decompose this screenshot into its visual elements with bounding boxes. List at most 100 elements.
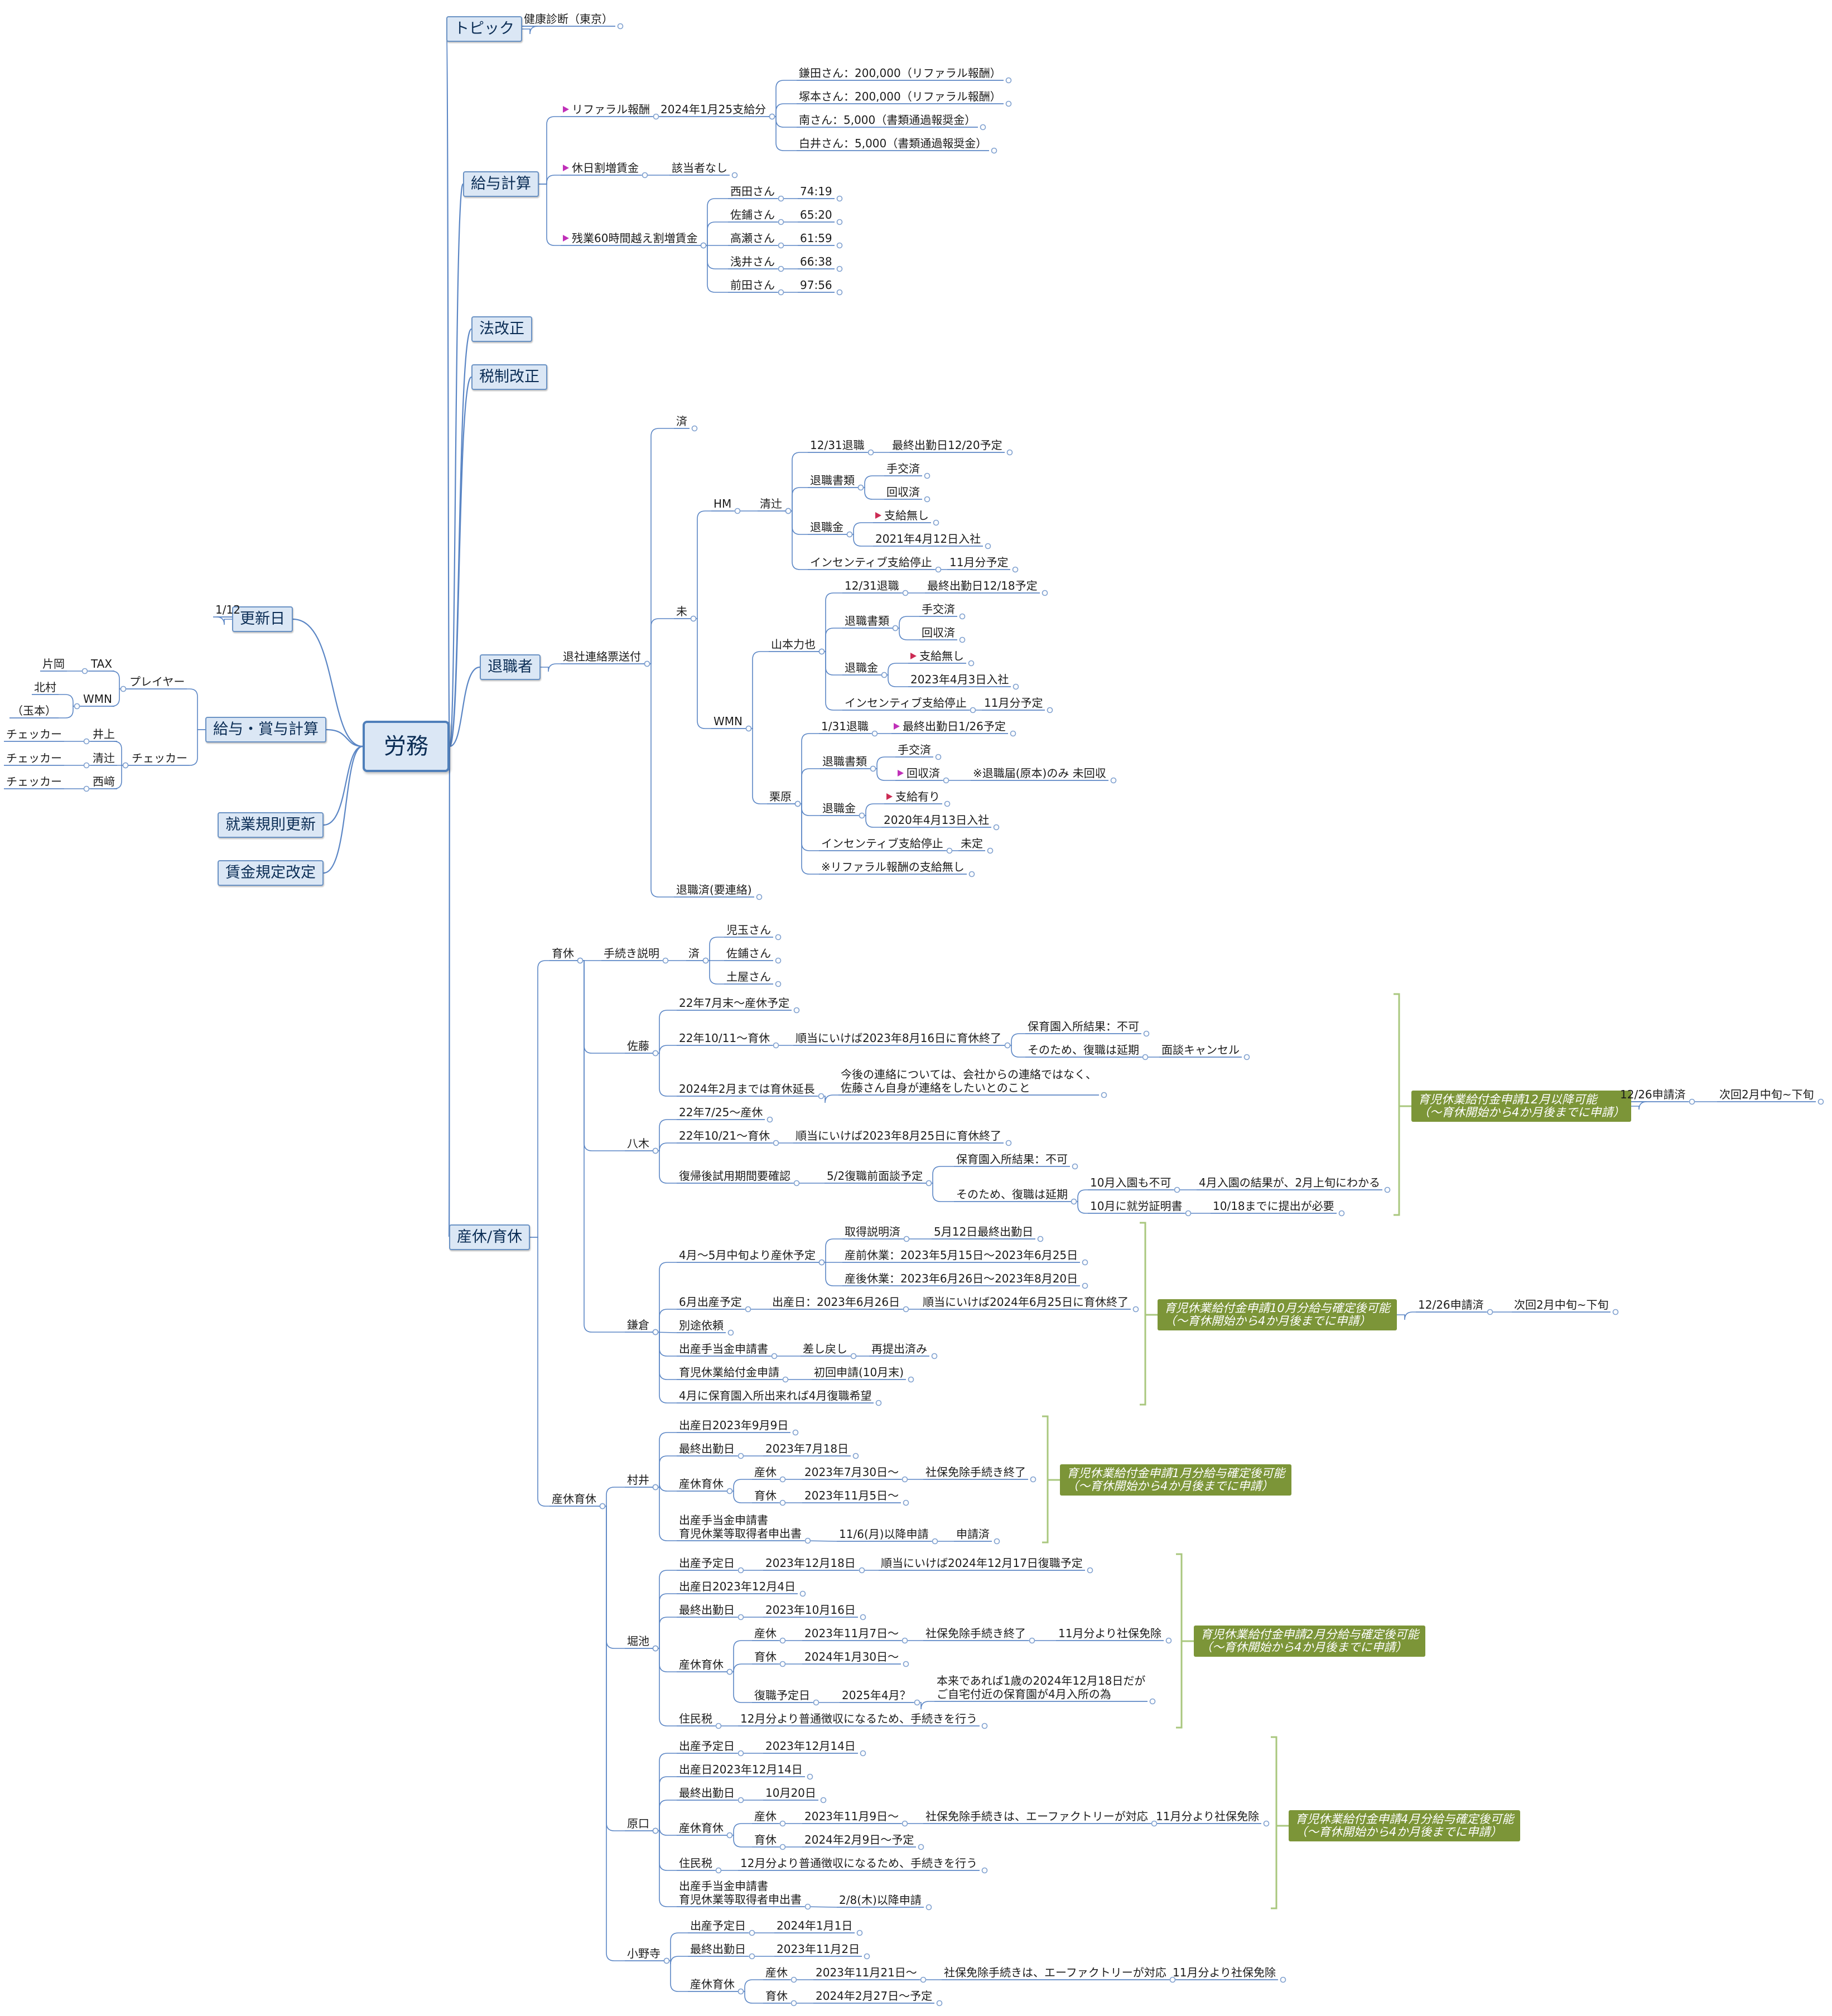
node-r2b[interactable]: 回収済 bbox=[895, 766, 942, 780]
node-g4a[interactable]: 産休 bbox=[754, 1810, 777, 1823]
node-r3a[interactable]: 支給有り bbox=[884, 790, 942, 803]
node-yg2a[interactable]: 順当にいけば2023年8月25日に育休終了 bbox=[796, 1129, 1002, 1142]
expander-dot[interactable] bbox=[778, 242, 784, 249]
node-ot2[interactable]: 佐鋪さん bbox=[730, 208, 775, 221]
node-kiyo[interactable]: 清辻 bbox=[760, 497, 782, 510]
node-ot[interactable]: 残業60時間越え割増賃金 bbox=[561, 231, 700, 245]
expander-dot[interactable] bbox=[804, 1903, 811, 1910]
expander-dot[interactable] bbox=[702, 957, 709, 964]
node-g4d[interactable]: 11月分より社保免除 bbox=[1156, 1810, 1260, 1823]
node-o3f[interactable]: 2024年2月27日～予定 bbox=[816, 1989, 933, 2003]
expander-dot[interactable] bbox=[981, 1867, 988, 1874]
expander-dot[interactable] bbox=[691, 425, 698, 432]
expander-dot[interactable] bbox=[81, 668, 88, 674]
node-root[interactable]: 労務 bbox=[363, 721, 450, 772]
node-ch3a[interactable]: チェッカー bbox=[6, 775, 62, 788]
expander-dot[interactable] bbox=[779, 1820, 786, 1827]
expander-dot[interactable] bbox=[779, 1637, 786, 1644]
expander-dot[interactable] bbox=[700, 242, 707, 249]
expander-dot[interactable] bbox=[653, 113, 659, 120]
node-o2[interactable]: 最終出勤日 bbox=[690, 1942, 746, 1956]
expander-dot[interactable] bbox=[1243, 1054, 1250, 1060]
expander-dot[interactable] bbox=[799, 1590, 806, 1597]
expander-dot[interactable] bbox=[1174, 1187, 1180, 1193]
node-g4[interactable]: 産休育休 bbox=[679, 1821, 724, 1835]
node-ref-d[interactable]: 2024年1月25支給分 bbox=[661, 103, 766, 116]
node-ret-not[interactable]: 未 bbox=[676, 605, 687, 618]
node-ret-done[interactable]: 済 bbox=[676, 414, 687, 428]
node-yama[interactable]: 山本力也 bbox=[771, 638, 816, 651]
expander-dot[interactable] bbox=[943, 777, 949, 784]
node-td3[interactable]: 土屋さん bbox=[726, 970, 771, 983]
node-ch[interactable]: チェッカー bbox=[132, 751, 187, 765]
node-wage[interactable]: 賃金規定改定 bbox=[218, 860, 324, 886]
expander-dot[interactable] bbox=[1185, 1210, 1192, 1217]
expander-dot[interactable] bbox=[1030, 1476, 1036, 1483]
expander-dot[interactable] bbox=[981, 1723, 988, 1729]
expander-dot[interactable] bbox=[932, 1538, 938, 1545]
node-s2b[interactable]: 保育園入所結果：不可 bbox=[1028, 1020, 1139, 1033]
node-mura[interactable]: 村井 bbox=[627, 1473, 649, 1487]
expander-dot[interactable] bbox=[737, 1988, 744, 1995]
expander-dot[interactable] bbox=[120, 686, 127, 692]
expander-dot[interactable] bbox=[690, 615, 697, 622]
node-mu4[interactable]: 出産手当金申請書育児休業等取得者申出書 bbox=[677, 1513, 804, 1540]
node-g4f[interactable]: 2024年2月9日～予定 bbox=[804, 1833, 914, 1846]
expander-dot[interactable] bbox=[1132, 1306, 1139, 1313]
expander-dot[interactable] bbox=[83, 762, 90, 769]
expander-dot[interactable] bbox=[1143, 1030, 1150, 1037]
node-sum-kama2[interactable]: 次回2月中旬~下旬 bbox=[1514, 1298, 1609, 1311]
expander-dot[interactable] bbox=[1384, 1187, 1391, 1193]
expander-dot[interactable] bbox=[778, 219, 784, 225]
node-h1[interactable]: 出産予定日 bbox=[679, 1556, 735, 1570]
expander-dot[interactable] bbox=[1013, 683, 1019, 690]
expander-dot[interactable] bbox=[779, 1476, 786, 1483]
node-h5a[interactable]: 12月分より普通徴収になるため、手続きを行う bbox=[740, 1712, 978, 1725]
node-s2c[interactable]: そのため、復職は延期 bbox=[1028, 1043, 1139, 1057]
node-km1[interactable]: 4月～5月中旬より産休予定 bbox=[679, 1248, 816, 1262]
expander-dot[interactable] bbox=[968, 660, 975, 667]
expander-dot[interactable] bbox=[946, 847, 953, 854]
node-g4b[interactable]: 2023年11月9日～ bbox=[804, 1810, 899, 1823]
node-yg3e[interactable]: 4月入園の結果が、2月上旬にわかる bbox=[1199, 1176, 1381, 1189]
node-mu4b[interactable]: 申請済 bbox=[956, 1527, 990, 1541]
expander-dot[interactable] bbox=[715, 1867, 722, 1874]
expander-dot[interactable] bbox=[1047, 707, 1053, 713]
node-h4e[interactable]: 育休 bbox=[754, 1650, 777, 1663]
expander-dot[interactable] bbox=[1263, 1820, 1270, 1827]
node-hara[interactable]: 原口 bbox=[627, 1817, 649, 1830]
expander-dot[interactable] bbox=[745, 725, 752, 732]
expander-dot[interactable] bbox=[920, 1976, 927, 1983]
expander-dot[interactable] bbox=[1012, 566, 1019, 573]
node-g3[interactable]: 最終出勤日 bbox=[679, 1786, 735, 1800]
expander-dot[interactable] bbox=[860, 1614, 866, 1620]
expander-dot[interactable] bbox=[1151, 1820, 1158, 1827]
node-km4[interactable]: 出産手当金申請書 bbox=[679, 1342, 768, 1356]
node-km1a[interactable]: 取得説明済 bbox=[845, 1225, 900, 1238]
expander-dot[interactable] bbox=[864, 1953, 870, 1960]
expander-dot[interactable] bbox=[775, 934, 782, 941]
node-tax[interactable]: 税制改正 bbox=[471, 364, 547, 390]
node-ref[interactable]: リファラル報酬 bbox=[561, 103, 652, 116]
expander-dot[interactable] bbox=[933, 519, 939, 526]
node-upd1[interactable]: 1/12 bbox=[215, 603, 240, 616]
node-ret[interactable]: 退職者 bbox=[480, 654, 541, 680]
expander-dot[interactable] bbox=[925, 1180, 932, 1187]
expander-dot[interactable] bbox=[935, 754, 942, 760]
expander-dot[interactable] bbox=[775, 957, 782, 964]
node-km2[interactable]: 6月出産予定 bbox=[679, 1295, 742, 1309]
node-ot2v[interactable]: 65:20 bbox=[800, 208, 832, 221]
node-o3a[interactable]: 産休 bbox=[765, 1966, 788, 1979]
expander-dot[interactable] bbox=[970, 707, 976, 713]
expander-dot[interactable] bbox=[785, 508, 792, 514]
node-kama[interactable]: 鎌倉 bbox=[627, 1318, 649, 1332]
expander-dot[interactable] bbox=[1005, 100, 1012, 107]
node-pl2b[interactable]: （玉本） bbox=[12, 704, 56, 717]
expander-dot[interactable] bbox=[662, 957, 669, 964]
node-h4[interactable]: 産休育休 bbox=[679, 1658, 724, 1671]
node-g4e[interactable]: 育休 bbox=[754, 1833, 777, 1846]
expander-dot[interactable] bbox=[83, 785, 90, 792]
expander-dot[interactable] bbox=[734, 508, 741, 514]
node-km4b[interactable]: 再提出済み bbox=[871, 1342, 927, 1356]
expander-dot[interactable] bbox=[771, 1353, 778, 1359]
